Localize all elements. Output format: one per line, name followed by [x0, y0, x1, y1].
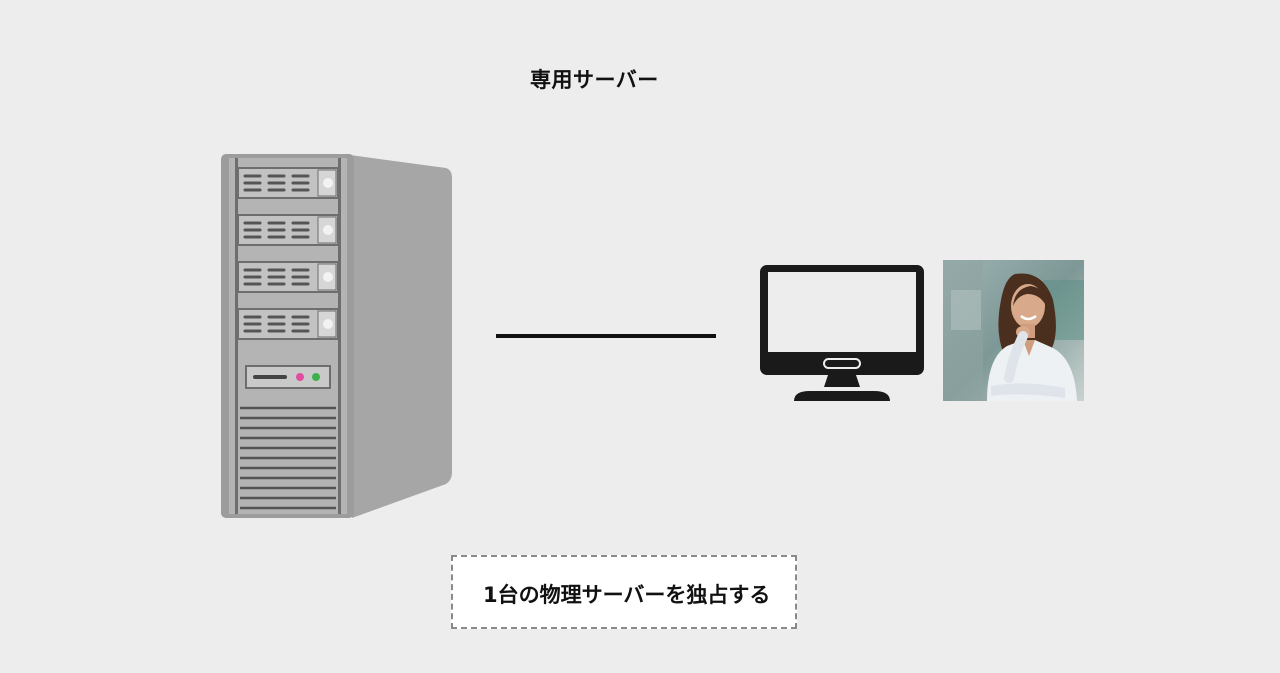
diagram-title: 専用サーバー — [530, 68, 659, 92]
connection-line — [496, 334, 716, 338]
monitor-icon — [760, 265, 924, 401]
tower-server-icon — [221, 154, 452, 518]
note-text: 1台の物理サーバーを独占する — [483, 583, 771, 607]
person-photo — [943, 260, 1084, 401]
note-box: 1台の物理サーバーを独占する — [451, 555, 797, 629]
